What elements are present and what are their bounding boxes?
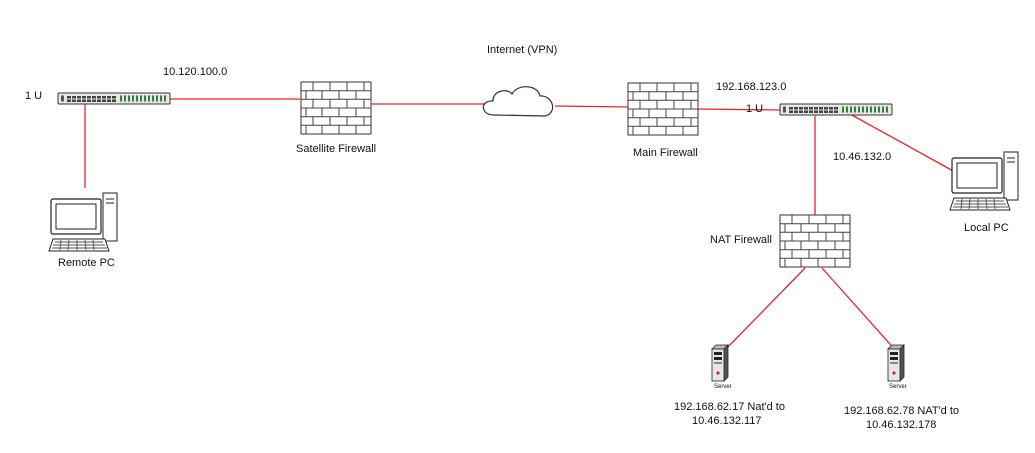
server-2-icon bbox=[887, 344, 905, 382]
server-2-address-line-1: 192.168.62.78 NAT'd to bbox=[844, 405, 960, 417]
main-firewall-icon bbox=[627, 82, 699, 136]
link-internet-to-main-firewall bbox=[554, 105, 631, 108]
remote-pc-label: Remote PC bbox=[58, 257, 115, 269]
remote-switch-icon bbox=[57, 92, 171, 105]
main-subnet-label: 192.168.123.0 bbox=[716, 81, 787, 93]
nat-firewall-icon bbox=[779, 214, 851, 268]
local-subnet-label: 10.46.132.0 bbox=[833, 151, 892, 163]
link-main-firewall-to-main-switch bbox=[697, 108, 781, 111]
remote-switch-u-label: 1 U bbox=[25, 90, 43, 102]
server-1-icon bbox=[711, 344, 729, 382]
server-2-address-line-2: 10.46.132.178 bbox=[866, 419, 937, 431]
remote-pc-icon bbox=[48, 192, 118, 252]
server-2-tag: Server bbox=[889, 384, 907, 390]
internet-label: Internet (VPN) bbox=[487, 44, 558, 56]
link-nat-firewall-to-server-1 bbox=[722, 267, 806, 353]
network-links bbox=[84, 98, 956, 353]
local-pc-icon bbox=[949, 151, 1019, 211]
server-1-address-line-2: 10.46.132.117 bbox=[692, 415, 762, 427]
main-switch-u-label: 1 U bbox=[746, 103, 764, 115]
link-nat-firewall-to-server-2 bbox=[821, 267, 898, 353]
server-1-tag: Server bbox=[714, 384, 732, 390]
cloud-icon bbox=[482, 86, 554, 117]
satellite-firewall-icon bbox=[300, 81, 372, 135]
link-main-switch-to-local-pc bbox=[849, 113, 956, 173]
nat-firewall-label: NAT Firewall bbox=[710, 234, 772, 246]
main-switch-icon bbox=[779, 103, 893, 116]
local-pc-label: Local PC bbox=[964, 222, 1009, 234]
remote-subnet-label: 10.120.100.0 bbox=[163, 66, 228, 78]
server-1-address-line-1: 192.168.62.17 Nat'd to bbox=[674, 401, 785, 413]
satellite-firewall-label: Satellite Firewall bbox=[296, 143, 377, 155]
main-firewall-label: Main Firewall bbox=[633, 147, 698, 159]
